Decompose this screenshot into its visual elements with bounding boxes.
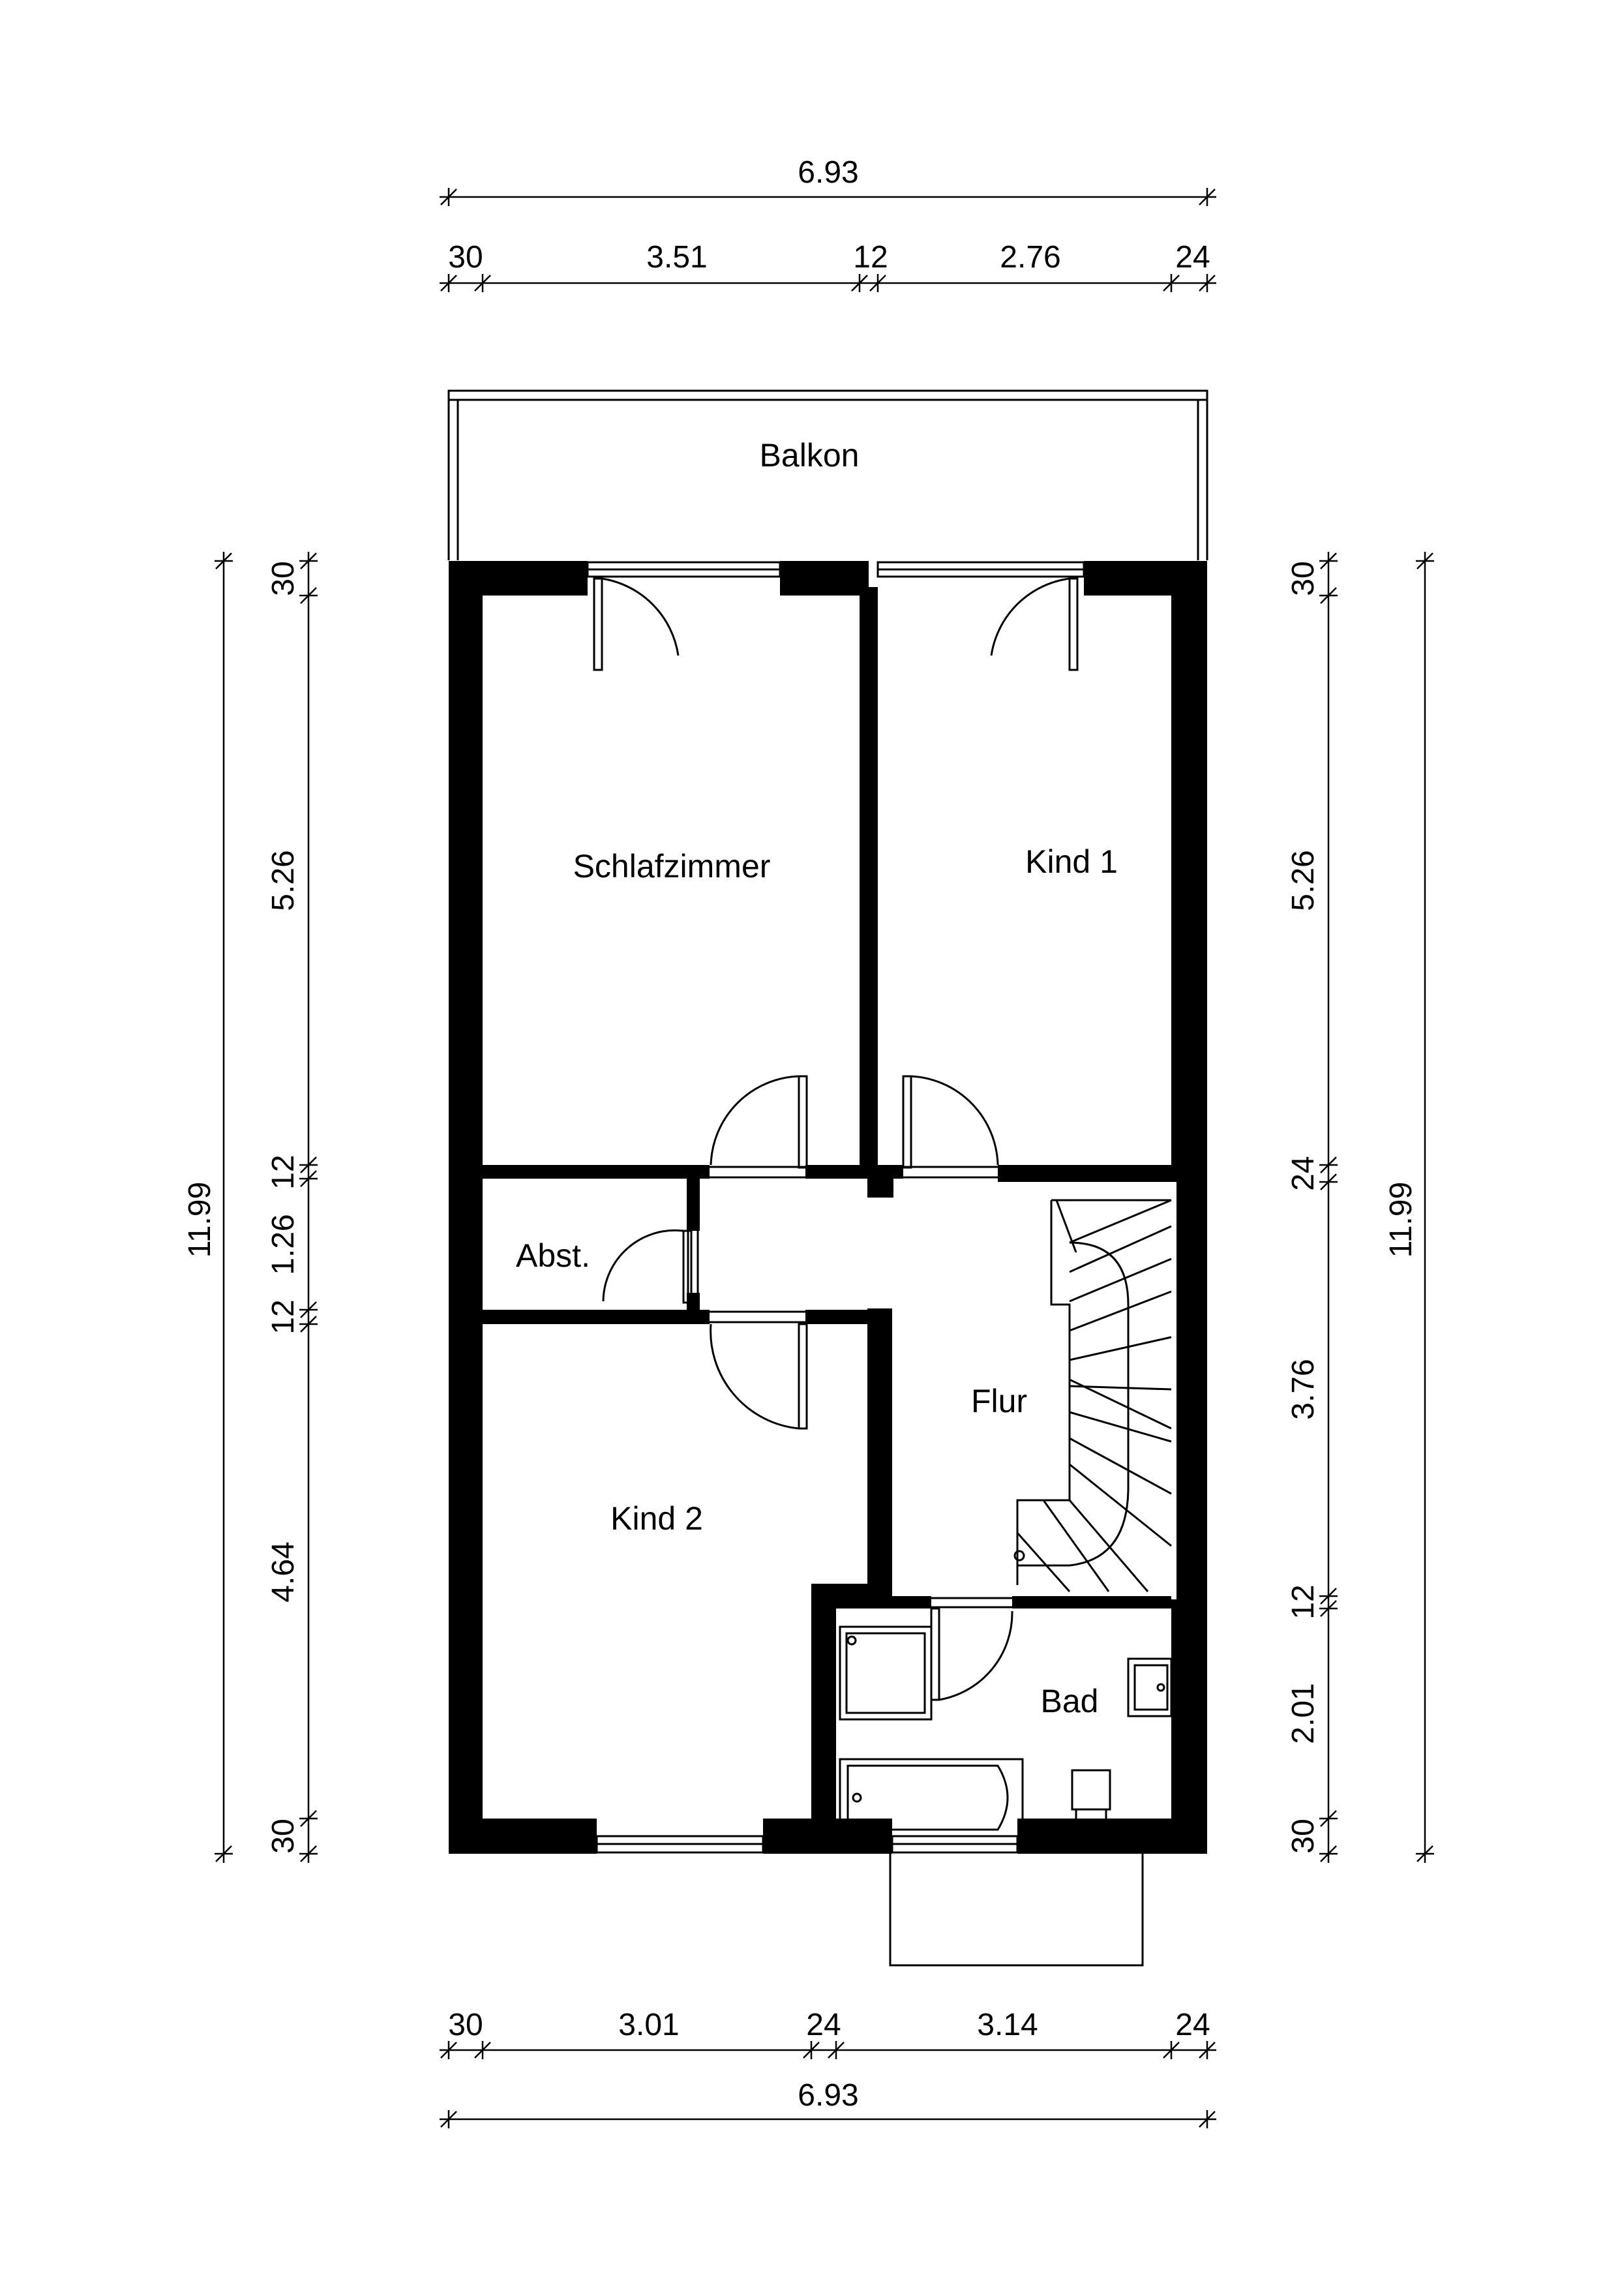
- dim-left-wall-top: 30: [266, 561, 301, 596]
- toilet: [1071, 1769, 1111, 1811]
- room-labels: Balkon Schlafzimmer Kind 1 Abst. Flur Ki…: [516, 437, 1118, 1719]
- room-label-bad: Bad: [1041, 1683, 1099, 1719]
- walls: [449, 561, 1207, 1854]
- dim-bottom-wall-mid: 24: [806, 2008, 841, 2042]
- room-label-balkon: Balkon: [760, 437, 860, 474]
- room-label-abst: Abst.: [516, 1237, 590, 1274]
- room-label-kind2: Kind 2: [610, 1500, 703, 1537]
- dim-right-kind1: 5.26: [1286, 850, 1321, 911]
- dim-left-wall-a: 12: [266, 1155, 301, 1189]
- dim-top-room-right: 2.76: [1000, 240, 1060, 275]
- dim-top-wall-left: 30: [448, 240, 483, 275]
- staircase: [1013, 1199, 1172, 1592]
- entrance-canopy: [889, 1854, 1144, 1967]
- balcony: [447, 389, 1208, 560]
- sanitary-fixtures: [839, 1625, 1173, 1837]
- doors: [593, 577, 1079, 1701]
- dim-left-total: 11.99: [183, 1182, 217, 1258]
- dim-bottom-wall-left: 30: [448, 2008, 483, 2042]
- dim-top-total: 6.93: [798, 155, 858, 190]
- room-label-schlafzimmer: Schlafzimmer: [573, 848, 771, 884]
- dim-right-wall-top: 30: [1286, 561, 1321, 596]
- windows: [586, 561, 1085, 1854]
- dim-left-wall-bottom: 30: [266, 1819, 301, 1853]
- dimension-lines: [215, 188, 1434, 2128]
- dim-left-wall-b: 12: [266, 1299, 301, 1334]
- dim-right-wall-b: 12: [1286, 1584, 1321, 1619]
- bathtub: [839, 1758, 1024, 1837]
- dim-right-wall-a: 24: [1286, 1156, 1321, 1190]
- dim-right-bad: 2.01: [1286, 1683, 1321, 1744]
- dim-top-wall-right: 24: [1175, 240, 1210, 275]
- dim-left-kind2: 4.64: [266, 1541, 301, 1602]
- dim-bottom-room-right: 3.14: [977, 2008, 1038, 2042]
- dim-left-abst: 1.26: [266, 1214, 301, 1275]
- room-label-kind1: Kind 1: [1025, 843, 1118, 880]
- dim-top-wall-mid: 12: [853, 240, 888, 275]
- dim-bottom-wall-right: 24: [1175, 2008, 1210, 2042]
- dim-right-flur: 3.76: [1286, 1359, 1321, 1419]
- dim-bottom-total: 6.93: [798, 2078, 858, 2113]
- dim-right-total: 11.99: [1384, 1182, 1418, 1258]
- dim-right-wall-bottom: 30: [1286, 1819, 1321, 1853]
- dim-left-schlafzimmer: 5.26: [266, 850, 301, 911]
- washbasin: [1127, 1657, 1173, 1717]
- dim-top-room-left: 3.51: [646, 240, 707, 275]
- room-label-flur: Flur: [971, 1383, 1027, 1419]
- shower-tray: [839, 1625, 933, 1721]
- dimension-labels: 6.93 30 3.51 12 2.76 24 30 3.01 24 3.14 …: [183, 155, 1418, 2113]
- dim-bottom-room-left: 3.01: [618, 2008, 679, 2042]
